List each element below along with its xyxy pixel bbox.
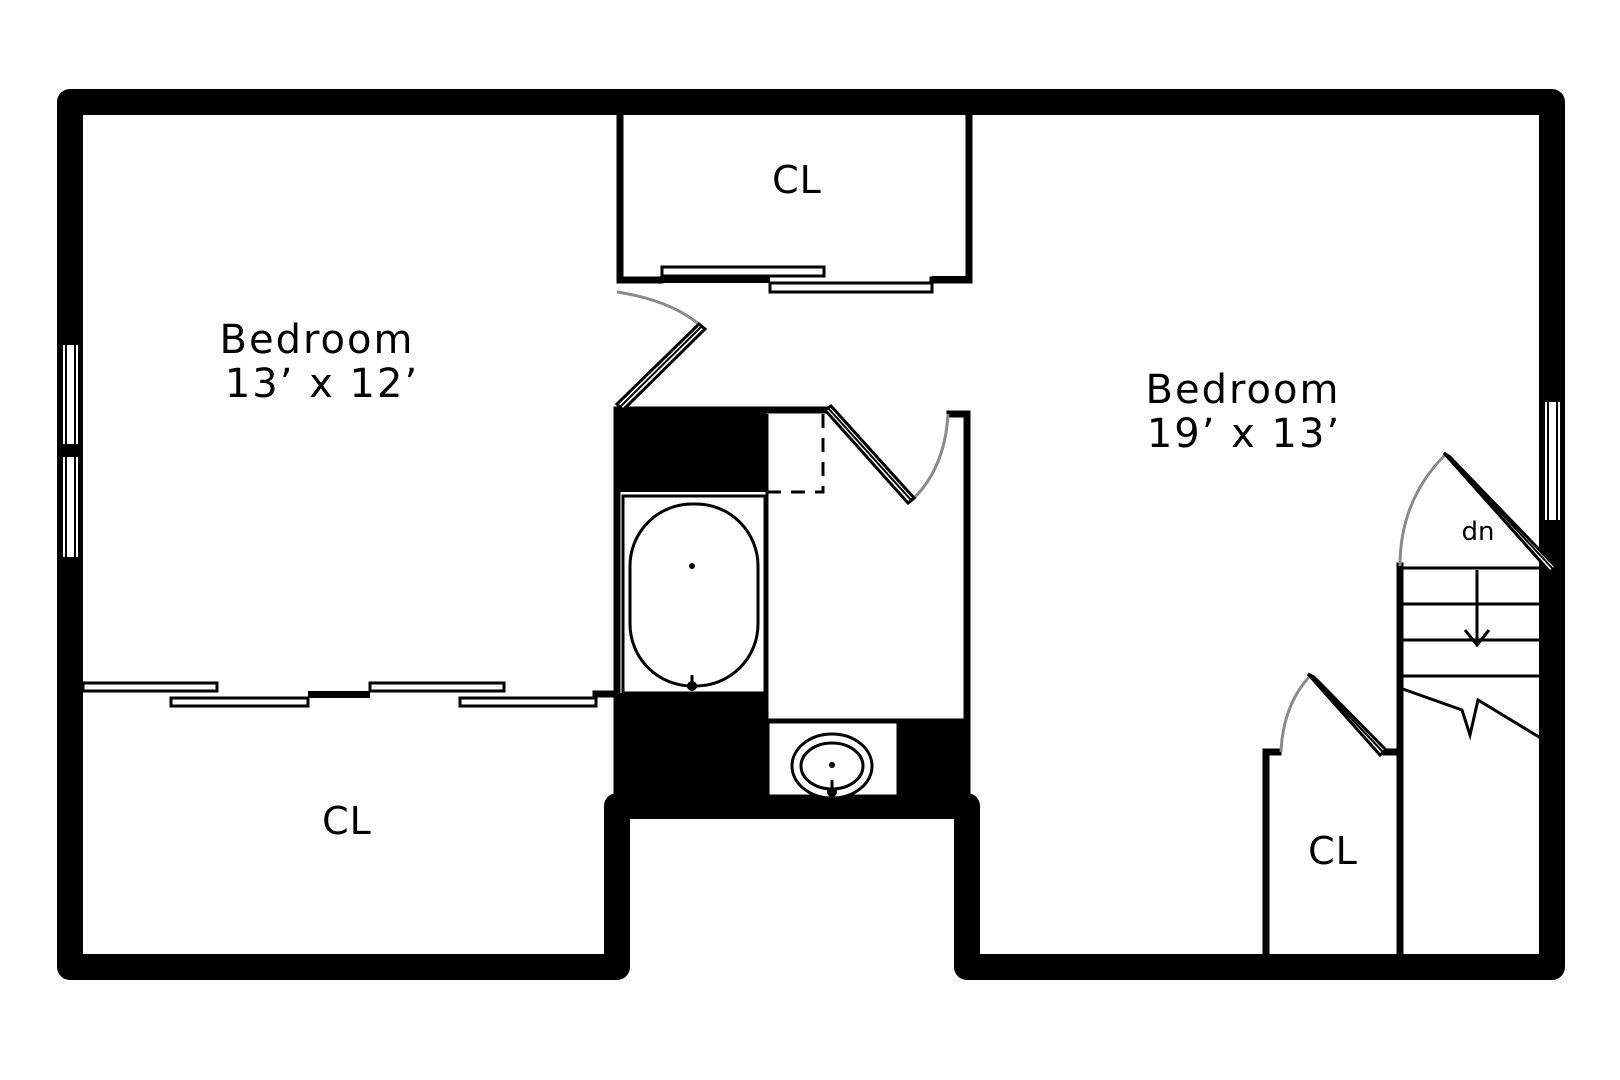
window-right (1543, 388, 1562, 535)
door-stairs (1398, 451, 1559, 575)
bedroom-right-size: 19’ x 13’ (1147, 411, 1341, 457)
stairs-arrow-head (1463, 629, 1491, 648)
closet-right-label: CL (1308, 829, 1358, 873)
closet-top-label: CL (772, 158, 822, 202)
window-left (61, 331, 80, 571)
bath-fixture-fills (617, 410, 967, 806)
door-right-closet (1279, 672, 1389, 758)
stairs-down-label: dn (1462, 517, 1495, 547)
door-bathroom (822, 404, 950, 506)
sliding-door-track-top-right (932, 276, 969, 283)
door-left-bedroom (614, 290, 708, 413)
toilet-space (767, 414, 825, 494)
bedroom-left-size: 13’ x 12’ (225, 361, 419, 407)
sink-vanity (766, 720, 900, 800)
closet-left-label: CL (322, 799, 372, 843)
sliding-door-track-top (660, 276, 770, 283)
bedroom-right-name: Bedroom (1146, 367, 1341, 413)
stairs (1399, 566, 1545, 742)
sliding-door-left-closet (81, 681, 598, 708)
sliding-door-track-left (308, 691, 370, 698)
bedroom-left-name: Bedroom (220, 317, 415, 363)
bathtub (621, 494, 767, 695)
